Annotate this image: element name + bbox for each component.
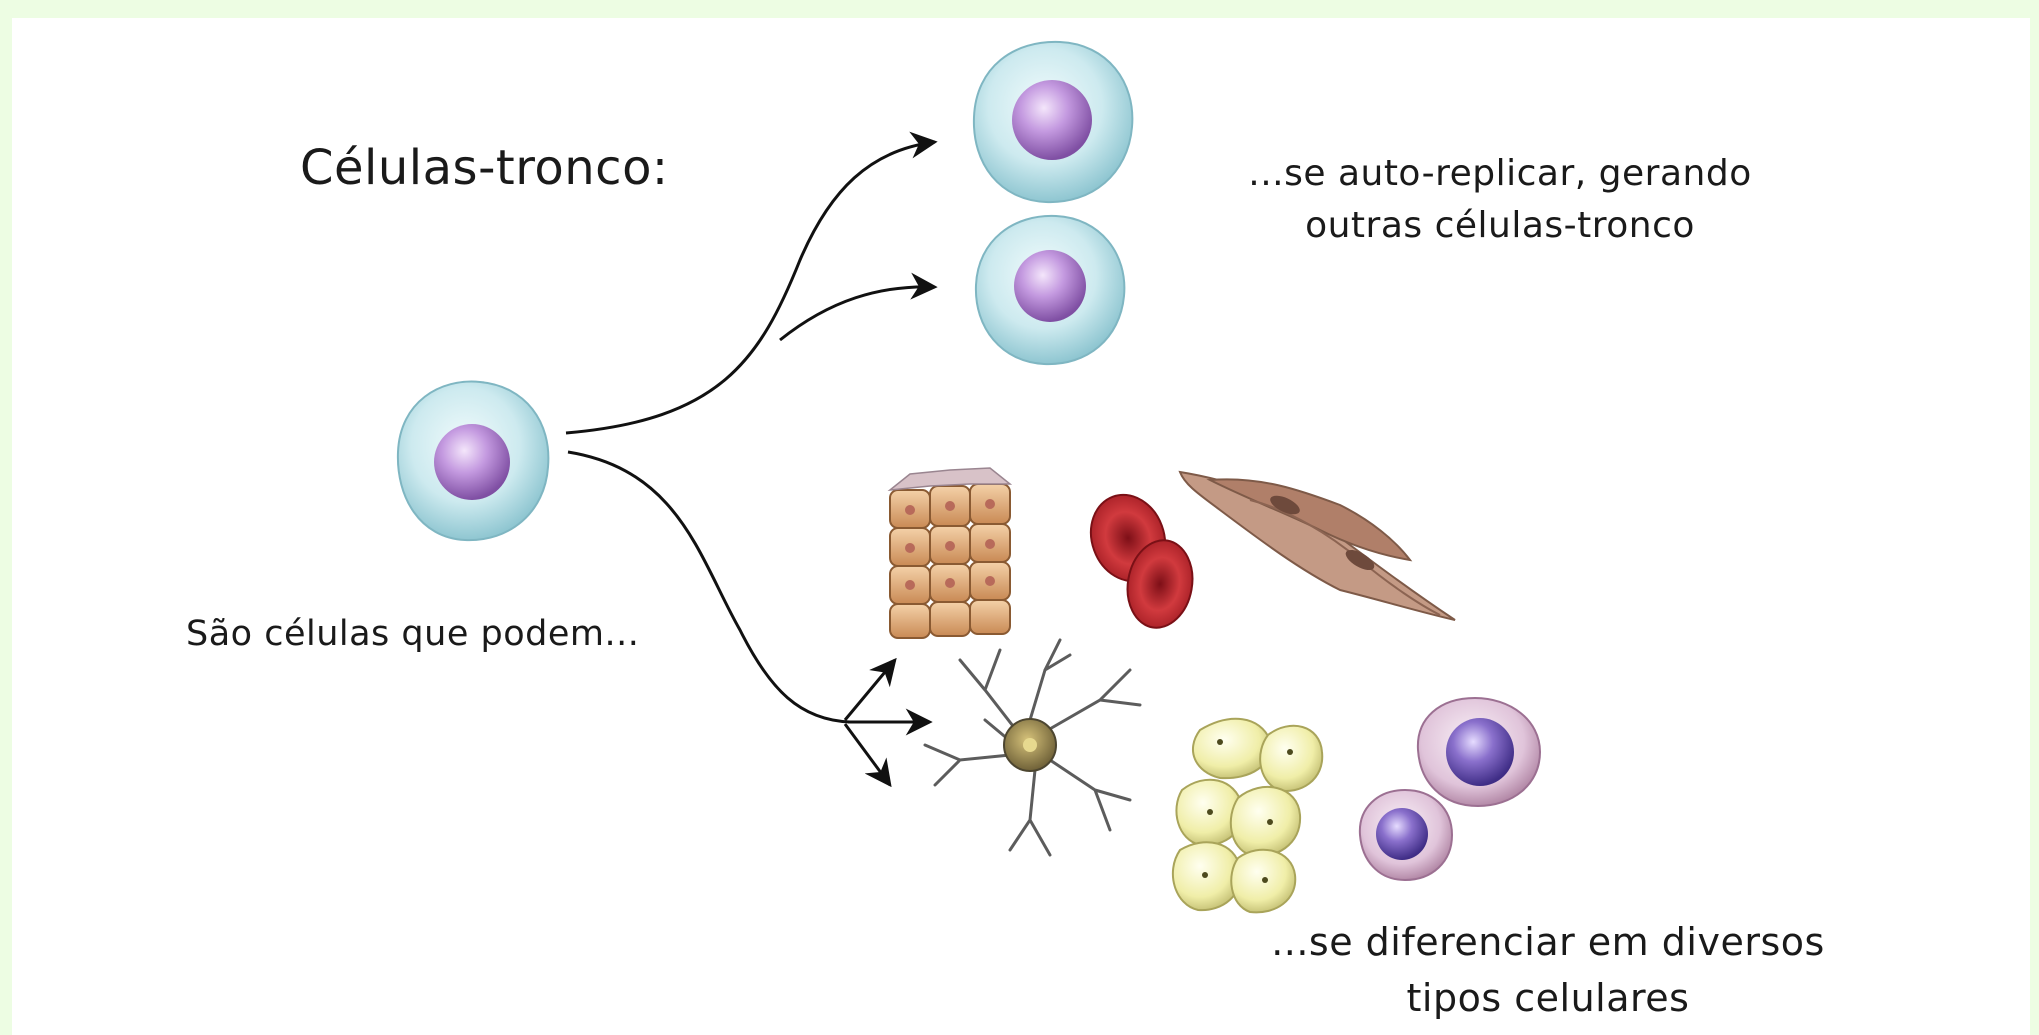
adipose-tissue-icon [1173, 719, 1322, 913]
self-renewal-text: ...se auto-replicar, gerando outras célu… [1230, 148, 1770, 252]
white-blood-cell-icon [1360, 698, 1540, 880]
arrow-to-stem-cell-bottom [780, 287, 935, 340]
arrow-to-differentiated-cells [568, 452, 850, 722]
stem-cell-icon [974, 42, 1132, 202]
red-blood-cell-icon [1079, 484, 1199, 633]
epithelial-tissue-icon [890, 468, 1010, 638]
stem-cell-icon [398, 382, 549, 541]
arrow-to-epithelial [845, 660, 895, 720]
arrows [566, 142, 935, 785]
muscle-cell-icon [1180, 472, 1455, 620]
diagram-title: Células-tronco: [300, 140, 669, 196]
arrow-to-adipose [845, 724, 890, 785]
intro-text: São células que podem... [186, 614, 639, 654]
stem-cell-icon [976, 216, 1124, 364]
neuron-icon [925, 640, 1140, 855]
differentiation-text: ...se diferenciar em diversos tipos celu… [1258, 914, 1838, 1026]
